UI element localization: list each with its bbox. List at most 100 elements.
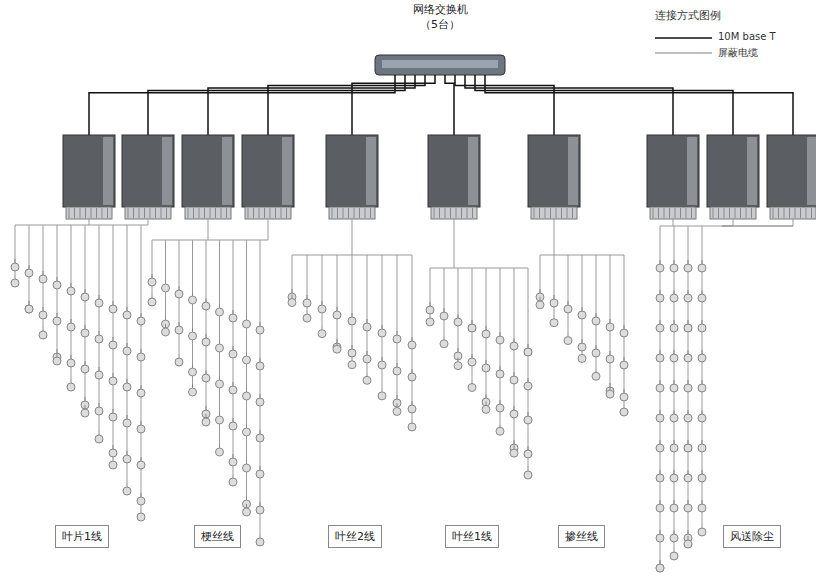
stroke xyxy=(152,294,153,298)
stroke xyxy=(246,388,247,392)
stroke xyxy=(514,406,515,410)
sensor-symbol xyxy=(256,434,264,442)
stroke xyxy=(275,208,276,218)
sensor-symbol xyxy=(536,301,544,309)
stroke xyxy=(99,431,100,435)
sensor-symbol xyxy=(39,331,47,339)
sensor-symbol xyxy=(550,319,558,327)
terminal-block xyxy=(125,207,171,219)
controller-box xyxy=(647,135,699,207)
stroke xyxy=(85,325,86,329)
node-text: 网络交换机 xyxy=(413,2,468,17)
stroke xyxy=(292,255,293,295)
stroke xyxy=(206,414,207,418)
stroke xyxy=(165,324,166,328)
stroke xyxy=(610,351,611,355)
stroke xyxy=(664,208,665,218)
stroke xyxy=(367,351,368,355)
sensor-symbol xyxy=(684,264,692,272)
stroke xyxy=(540,289,541,293)
stroke xyxy=(260,322,261,326)
sensor-symbol xyxy=(698,504,706,512)
stroke xyxy=(71,355,72,359)
stroke xyxy=(337,208,338,218)
stroke xyxy=(15,225,148,226)
stroke xyxy=(397,395,398,399)
stroke xyxy=(430,268,528,269)
stroke xyxy=(778,208,779,218)
sensor-symbol xyxy=(109,305,117,313)
stroke xyxy=(107,208,108,218)
stroke xyxy=(133,208,134,218)
sensor-symbol xyxy=(684,384,692,392)
sensor-symbol xyxy=(482,398,490,406)
stroke xyxy=(472,208,473,218)
controller-panel xyxy=(366,137,376,205)
stroke xyxy=(702,410,703,414)
stroke xyxy=(233,310,234,314)
stroke xyxy=(674,380,675,384)
controller-box xyxy=(242,135,294,207)
stroke xyxy=(702,380,703,384)
stroke xyxy=(352,219,353,255)
stroke xyxy=(572,208,573,218)
stroke xyxy=(57,349,58,353)
stroke xyxy=(660,410,661,414)
stroke xyxy=(113,409,114,413)
stroke xyxy=(253,208,254,218)
sensor-symbol xyxy=(81,329,89,337)
stroke xyxy=(528,378,529,382)
switch-node: 网络交换机（5台） xyxy=(413,2,468,32)
stroke xyxy=(260,394,261,398)
sensor-symbol xyxy=(348,349,356,357)
stroke xyxy=(233,382,234,386)
stroke xyxy=(219,444,220,448)
stroke xyxy=(69,208,70,218)
stroke xyxy=(359,208,360,218)
sensor-symbol xyxy=(656,564,664,572)
sensor-symbol xyxy=(606,390,614,398)
sensor-symbol xyxy=(393,407,401,415)
stroke xyxy=(472,320,473,324)
stroke xyxy=(127,343,128,347)
terminal-block xyxy=(185,207,231,219)
stroke xyxy=(528,268,529,467)
sensor-symbol xyxy=(698,474,706,482)
stroke xyxy=(248,208,249,218)
ethernet-wire xyxy=(148,75,405,135)
stroke xyxy=(514,268,515,445)
stroke xyxy=(660,560,661,564)
sensor-symbol xyxy=(408,341,416,349)
stroke xyxy=(148,219,149,225)
controller-panel xyxy=(687,137,697,205)
sensor-symbol xyxy=(684,540,692,548)
stroke xyxy=(434,208,435,218)
sensor-symbol xyxy=(363,355,371,363)
sensor-symbol xyxy=(189,332,197,340)
sensor-symbol xyxy=(109,449,117,457)
terminal-block xyxy=(329,207,375,219)
stroke xyxy=(688,500,689,504)
sensor-symbol xyxy=(137,317,145,325)
sensor-symbol xyxy=(670,414,678,422)
stroke xyxy=(127,379,128,383)
stroke xyxy=(352,255,353,357)
sensor-symbol xyxy=(243,320,251,328)
sensor-symbol xyxy=(670,504,678,512)
stroke xyxy=(264,208,265,218)
stroke xyxy=(219,304,220,308)
stroke xyxy=(246,504,247,508)
stroke xyxy=(674,548,675,552)
stroke xyxy=(660,470,661,474)
stroke xyxy=(444,308,445,312)
stroke xyxy=(292,295,293,299)
stroke xyxy=(674,470,675,474)
stroke xyxy=(514,445,515,449)
sensor-symbol xyxy=(95,407,103,415)
stroke xyxy=(554,315,555,319)
stroke xyxy=(193,208,194,218)
stroke xyxy=(735,208,736,218)
sensor-symbol xyxy=(25,305,33,313)
stroke xyxy=(152,240,268,241)
